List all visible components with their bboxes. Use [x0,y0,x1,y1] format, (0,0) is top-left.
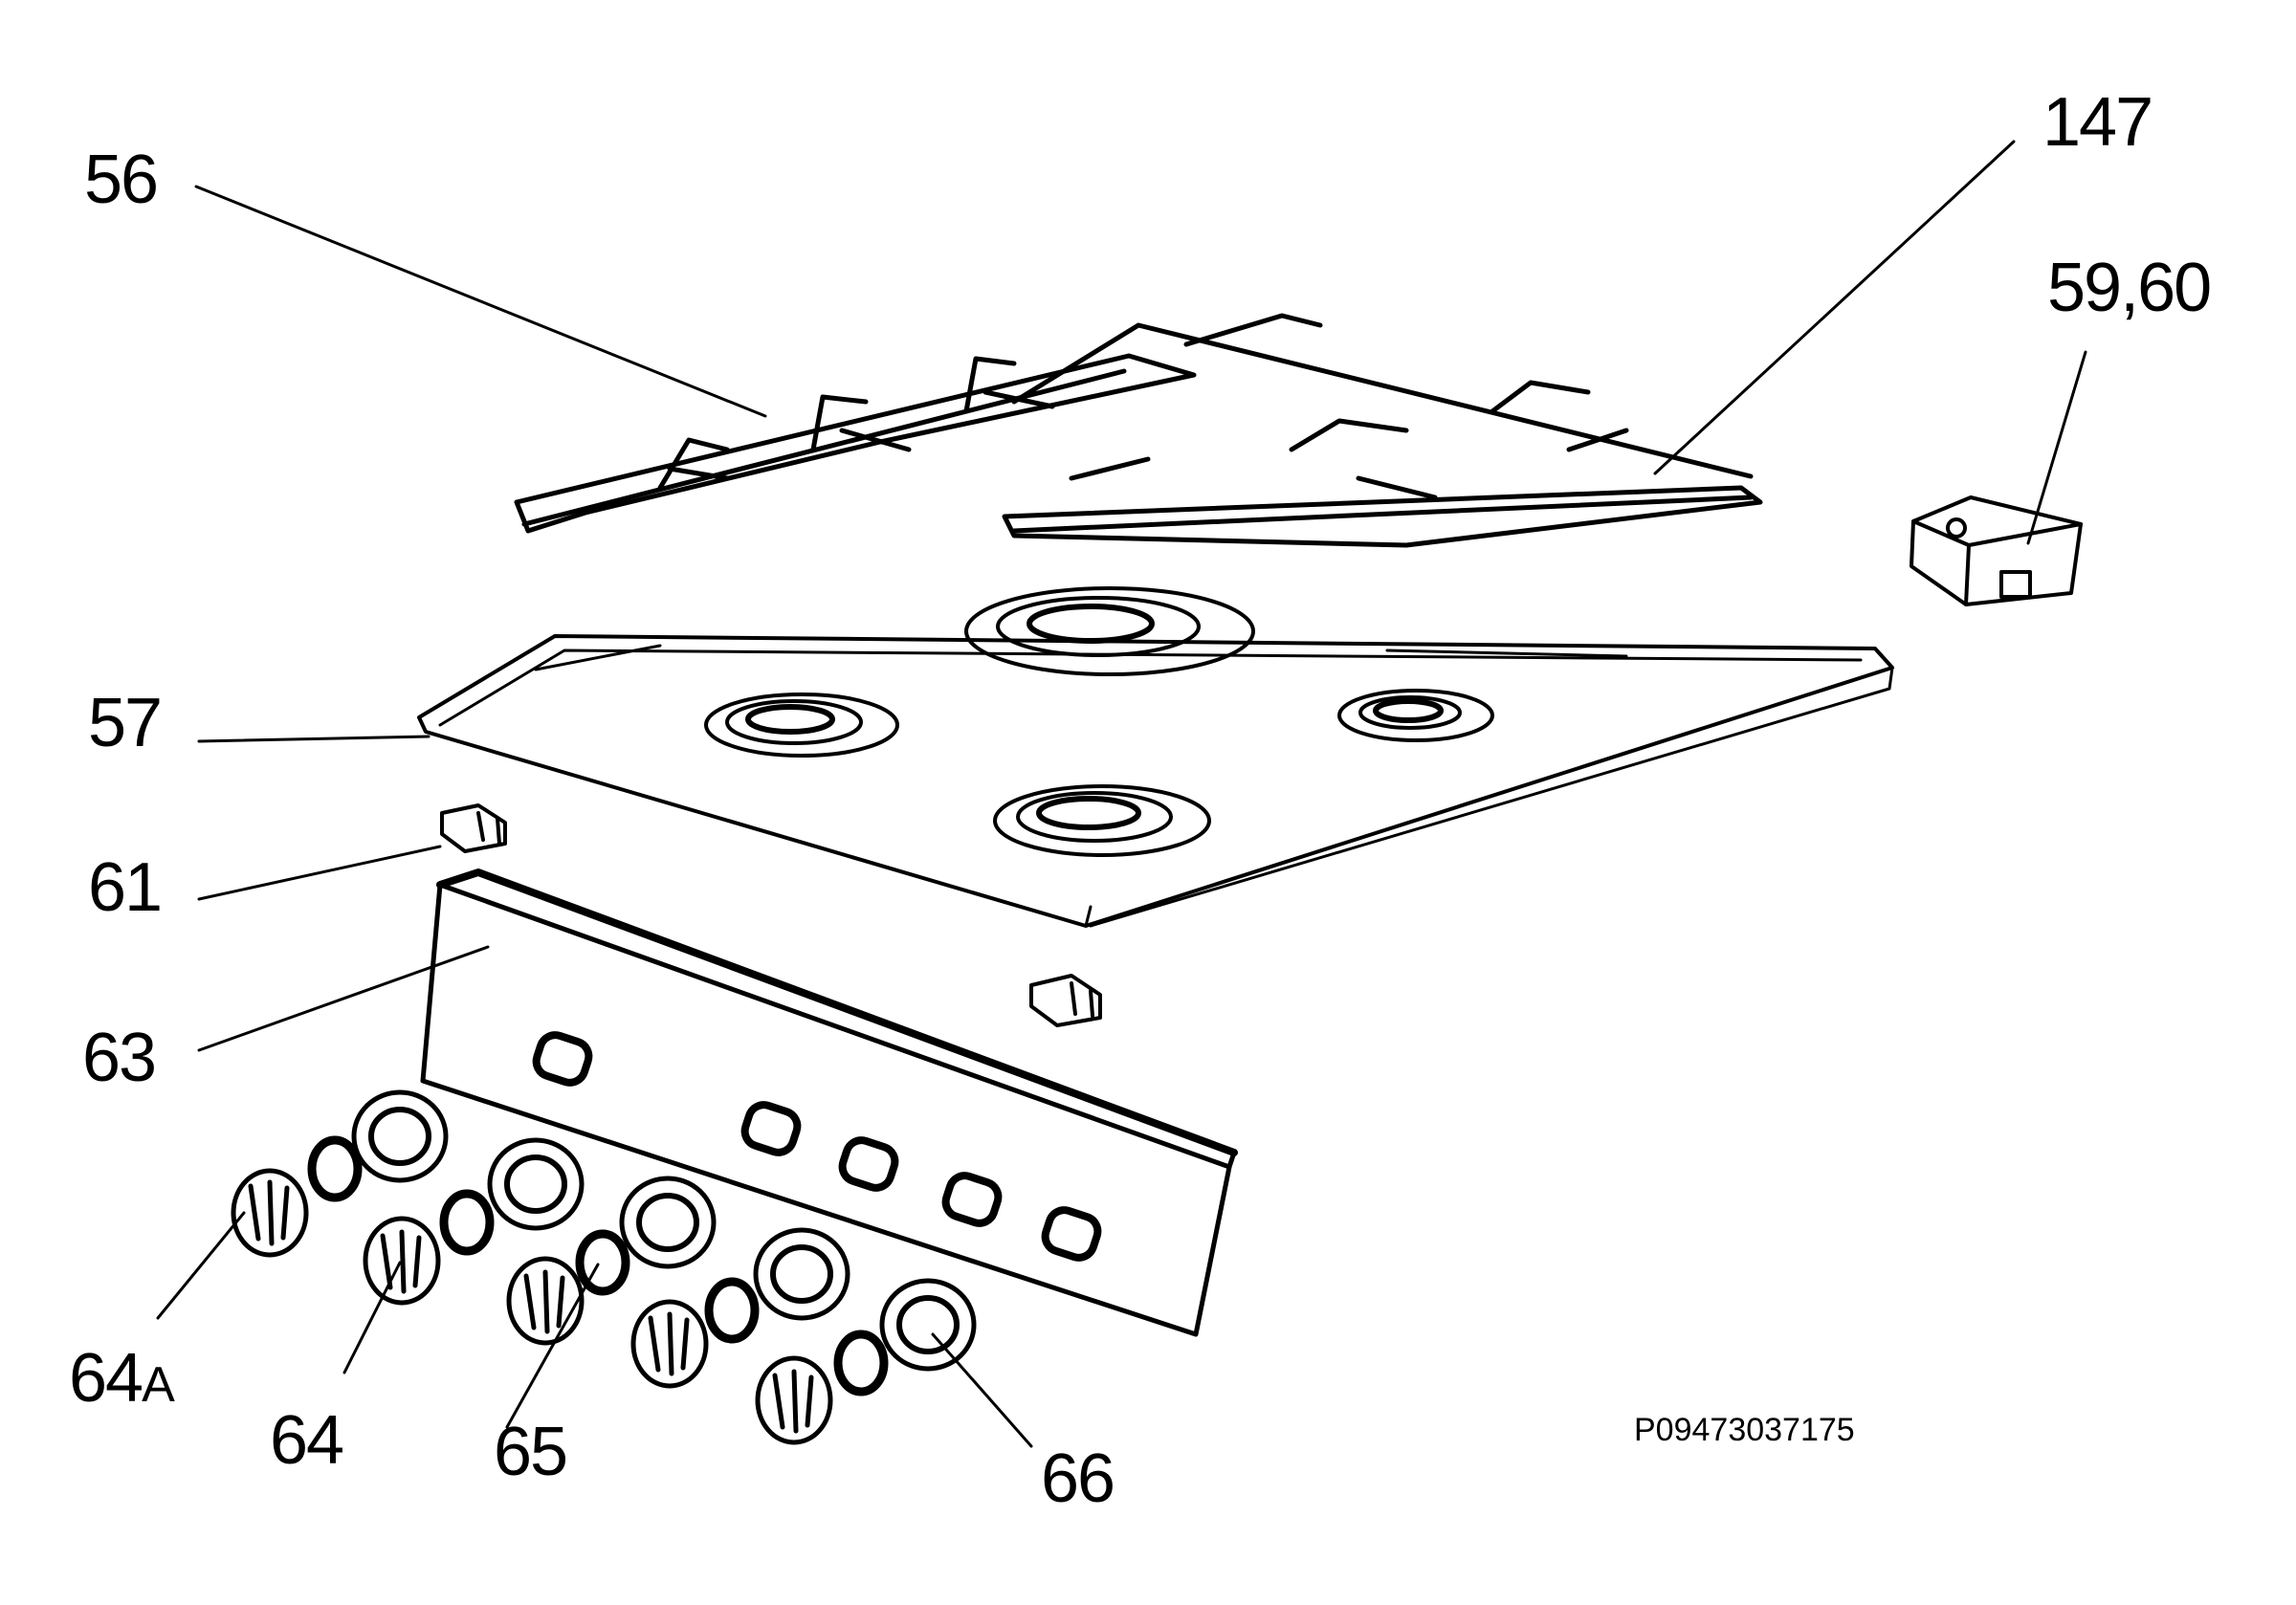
fascia-knob-holes [532,1031,1102,1262]
ignition-module [1910,495,2083,606]
knob-set-2 [363,1137,585,1306]
callout-57: 57 [88,685,163,761]
knob-set-1 [231,1089,449,1258]
burner-front [993,784,1211,857]
fixing-clip-left [440,803,507,853]
hob-top-panel [417,634,1894,928]
callout-64a: 64A [69,1344,175,1413]
knob-set-4 [630,1227,850,1389]
callout-147: 147 [2042,84,2153,161]
knob-set-5 [755,1278,977,1445]
burner-left [704,693,899,758]
callout-64a-suffix: A [142,1357,175,1413]
pan-support-grid-right [1002,313,1763,548]
burner-rear-center [964,586,1255,676]
callout-56: 56 [84,142,159,218]
fixing-clip-right [1029,974,1102,1027]
reference-code: P09473037175 [1634,1412,1855,1448]
callout-59-60: 59,60 [2047,250,2212,326]
knob-set-3 [506,1176,717,1346]
control-panel-fascia [420,868,1238,1337]
burner-right [1337,689,1494,742]
callout-64a-number: 64 [69,1340,144,1417]
callout-64: 64 [270,1402,344,1479]
leader-lines [156,140,2087,1448]
pan-support-grid-left [514,353,1197,534]
callout-66: 66 [1041,1440,1115,1517]
callout-61: 61 [88,849,163,926]
callout-63: 63 [82,1020,157,1096]
callout-65: 65 [494,1414,568,1490]
